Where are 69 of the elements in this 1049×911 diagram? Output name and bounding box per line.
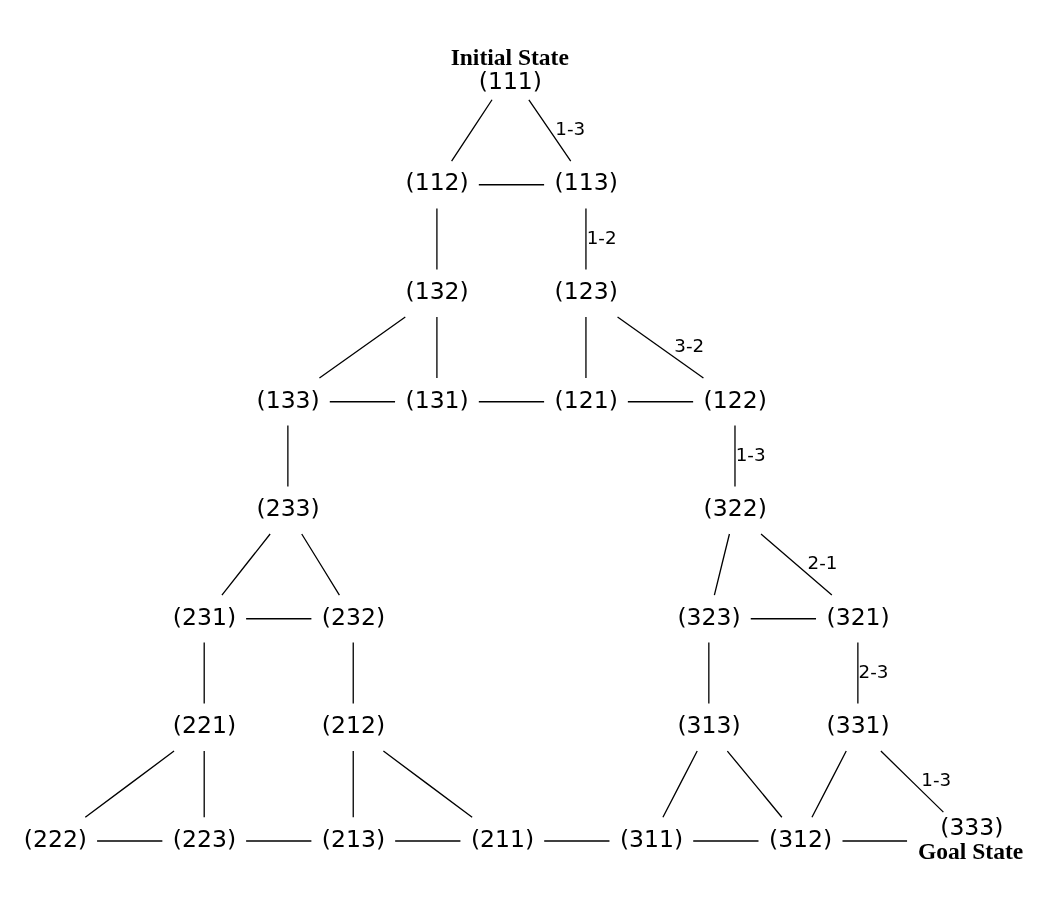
node-text: (121): [554, 385, 618, 413]
node-text: (133): [256, 385, 320, 413]
connector: [287, 424, 289, 487]
connector: [708, 641, 710, 704]
connector: [450, 98, 493, 162]
node-text: (322): [703, 493, 767, 522]
connector: [84, 749, 175, 818]
connector: [585, 315, 587, 379]
node-text: (222): [23, 824, 88, 853]
connector: [352, 641, 354, 704]
node-text: (232): [321, 602, 386, 631]
connector: [750, 617, 817, 619]
node-text: (223): [172, 824, 237, 853]
connector: [478, 400, 545, 402]
connector: [436, 315, 438, 379]
edge-label: 1-3: [921, 768, 952, 790]
connector: [221, 532, 271, 596]
connector: [528, 98, 572, 162]
connector: [382, 749, 473, 818]
edge-label: 1-3: [555, 117, 586, 139]
connector: [543, 839, 611, 842]
connector: [245, 839, 313, 842]
node-text: (131): [405, 385, 469, 413]
connector: [96, 839, 163, 842]
connector: [245, 617, 313, 619]
edge-label: 1-3: [735, 443, 766, 465]
connector: [203, 641, 205, 704]
connector: [329, 400, 396, 402]
connector: [760, 532, 833, 596]
connector: [318, 315, 406, 379]
node-text: (312): [768, 824, 833, 853]
connector: [841, 839, 908, 842]
node-text: (231): [172, 602, 237, 631]
node-text: (313): [677, 710, 741, 739]
node-text: (122): [703, 385, 767, 413]
connector: [301, 532, 341, 596]
node-text: (331): [826, 710, 890, 739]
node-text: (132): [405, 276, 469, 305]
node-text: (113): [554, 167, 618, 196]
connector: [436, 207, 438, 270]
edge-label: 1-2: [586, 226, 617, 248]
connector: [857, 641, 859, 704]
connector: [734, 424, 736, 487]
connector: [692, 839, 760, 842]
node-text: (323): [677, 602, 741, 631]
connector: [478, 183, 545, 185]
edge-label: 3-2: [674, 334, 705, 356]
node-text: (221): [172, 710, 237, 739]
connector: [352, 749, 354, 818]
connector: [662, 749, 698, 818]
connector: [616, 315, 705, 379]
node-text: (112): [405, 167, 469, 196]
node-text: (123): [554, 276, 618, 305]
connector: [880, 749, 945, 813]
node-text: (311): [619, 824, 684, 853]
node-text: (233): [256, 493, 320, 522]
node-text: (321): [826, 602, 890, 631]
connector: [203, 749, 205, 818]
connector: [811, 749, 847, 818]
node-text: (211): [470, 824, 535, 853]
connector: [726, 749, 783, 818]
node-text: (212): [321, 710, 386, 739]
connector: [394, 839, 462, 842]
connector: [627, 400, 694, 402]
edge-label: 2-3: [858, 660, 889, 682]
node-text: (213): [321, 824, 386, 853]
connector: [713, 532, 731, 596]
connector: [585, 207, 587, 270]
edge-label: 2-1: [807, 551, 838, 573]
